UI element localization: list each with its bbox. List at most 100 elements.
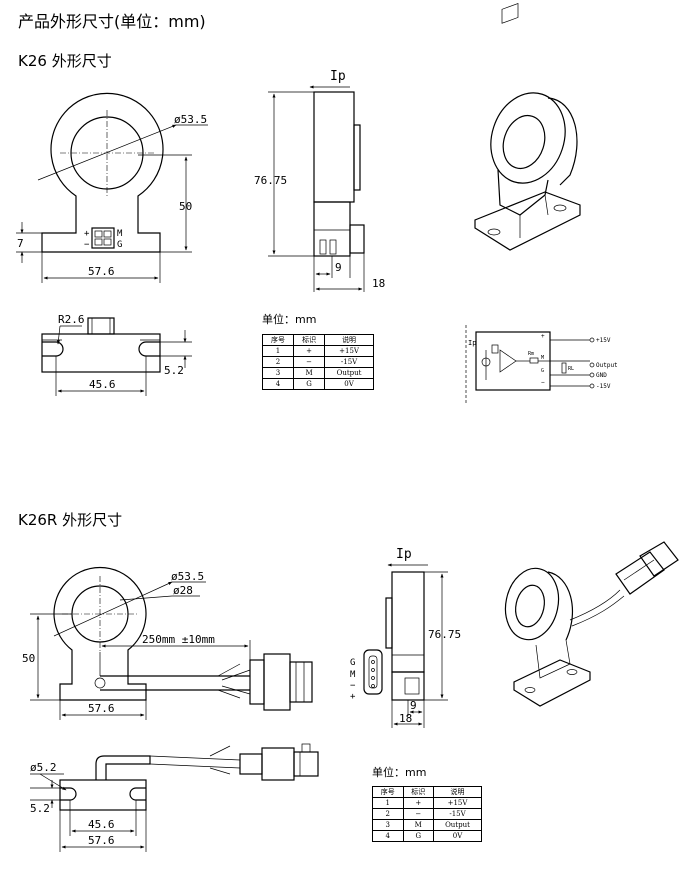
k26-conn-g: G bbox=[117, 240, 122, 250]
k26-circuit-rm: Rm bbox=[528, 351, 534, 357]
k26r-pin-table: 序号 标识 说明 1 + +15V 2 − -15V 3 M Output 4 … bbox=[372, 786, 482, 842]
k26r-dim-57-6: 57.6 bbox=[88, 702, 115, 715]
cell: 3 bbox=[261, 367, 295, 379]
cell: 2 bbox=[261, 356, 295, 368]
cell: Output bbox=[433, 819, 482, 831]
cell: + bbox=[293, 345, 326, 357]
cell: + bbox=[402, 797, 434, 809]
k26r-section-title: K26R 外形尺寸 bbox=[18, 511, 123, 529]
table-row: 2 − -15V bbox=[372, 808, 482, 820]
k26-dim-57-6: 57.6 bbox=[88, 265, 115, 278]
k26-unit-label: 单位：mm bbox=[262, 313, 317, 326]
k26-dim-diameter: ø53.5 bbox=[174, 113, 207, 126]
k26r-dim-inner-diameter: ø28 bbox=[173, 584, 193, 597]
table-row: 1 + +15V bbox=[372, 797, 482, 809]
k26-circuit-m: M bbox=[541, 355, 544, 361]
cell: -15V bbox=[433, 808, 482, 820]
k26-dim-50: 50 bbox=[179, 200, 192, 213]
k26-front-view: + − M G ø53.5 50 7 57.6 bbox=[16, 92, 208, 283]
k26r-bottom-view: ø5.2 5.2 45.6 57.6 bbox=[30, 743, 319, 852]
k26-circuit-out-gnd: GND bbox=[596, 372, 607, 379]
k26-side-view: Ip 76.75 9 18 bbox=[254, 69, 385, 292]
header-mark: 标识 bbox=[293, 334, 326, 346]
cell: M bbox=[402, 819, 434, 831]
k26-conn-minus: − bbox=[84, 240, 90, 250]
k26-circuit-diagram: Ip Rm + M G − RL +15V Output GND -15V bbox=[465, 325, 618, 404]
k26-circuit-minus: − bbox=[541, 379, 545, 386]
table-header-row: 序号 标识 说明 bbox=[261, 334, 374, 346]
k26r-dim-45-6: 45.6 bbox=[88, 818, 115, 831]
cell: 0V bbox=[433, 830, 482, 842]
k26-iso-view bbox=[474, 2, 581, 251]
page-title: 产品外形尺寸(单位：mm) bbox=[18, 12, 206, 31]
cell: − bbox=[402, 808, 434, 820]
k26r-dim-50: 50 bbox=[22, 652, 35, 665]
k26r-front-view: 250mm ±10mm ø53.5 ø28 50 57.6 bbox=[22, 566, 313, 720]
cell: G bbox=[402, 830, 434, 842]
cell: − bbox=[293, 356, 326, 368]
k26r-side-view: Ip G M − + 76.75 9 18 bbox=[350, 547, 461, 728]
k26-circuit-out-output: Output bbox=[596, 362, 618, 369]
cell: +15V bbox=[433, 797, 482, 809]
cell: 1 bbox=[261, 345, 295, 357]
k26r-dim-5-2: 5.2 bbox=[30, 802, 50, 815]
header-desc: 说明 bbox=[433, 786, 482, 798]
k26-circuit-out-minus: -15V bbox=[596, 383, 611, 390]
cell: -15V bbox=[324, 356, 374, 368]
k26r-unit-label: 单位：mm bbox=[372, 766, 427, 779]
cell: G bbox=[293, 378, 326, 390]
k26r-dim-diameter: ø53.5 bbox=[171, 570, 204, 583]
k26-dim-5-2: 5.2 bbox=[164, 364, 184, 377]
k26r-conn-g: G bbox=[350, 658, 355, 668]
k26-bottom-view: R2.6 45.6 5.2 bbox=[41, 313, 192, 396]
cell: M bbox=[293, 367, 326, 379]
k26-dim-76-75: 76.75 bbox=[254, 174, 287, 187]
k26-section-title: K26 外形尺寸 bbox=[18, 52, 112, 70]
k26r-dim-18: 18 bbox=[399, 712, 412, 725]
cell: 2 bbox=[372, 808, 404, 820]
header-desc: 说明 bbox=[324, 334, 374, 346]
table-row: 4 G 0V bbox=[372, 830, 482, 842]
k26-pin-table: 序号 标识 说明 1 + +15V 2 − -15V 3 M Output 4 … bbox=[261, 334, 374, 390]
k26-circuit-plus: + bbox=[541, 333, 545, 340]
header-index: 序号 bbox=[372, 786, 404, 798]
k26r-dim-9: 9 bbox=[410, 699, 417, 712]
k26r-conn-m: M bbox=[350, 670, 356, 680]
cell: 1 bbox=[372, 797, 404, 809]
k26r-iso-view bbox=[504, 541, 679, 707]
cell: +15V bbox=[324, 345, 374, 357]
table-row: 2 − -15V bbox=[261, 356, 374, 368]
cell: 4 bbox=[372, 830, 404, 842]
k26-dim-45-6: 45.6 bbox=[89, 378, 116, 391]
k26-ip-label: Ip bbox=[330, 69, 346, 84]
k26-conn-plus: + bbox=[84, 229, 90, 239]
header-mark: 标识 bbox=[402, 786, 434, 798]
k26-dim-9: 9 bbox=[335, 261, 342, 274]
header-index: 序号 bbox=[261, 334, 295, 346]
k26-dim-7: 7 bbox=[17, 237, 24, 250]
k26-dim-18: 18 bbox=[372, 277, 385, 290]
k26-circuit-rl: RL bbox=[568, 366, 574, 372]
k26r-dim-76-75: 76.75 bbox=[428, 628, 461, 641]
cell: Output bbox=[324, 367, 374, 379]
cell: 3 bbox=[372, 819, 404, 831]
k26-circuit-out-plus: +15V bbox=[596, 337, 611, 344]
table-row: 3 M Output bbox=[372, 819, 482, 831]
k26r-dim-cable: 250mm ±10mm bbox=[142, 633, 215, 646]
cell: 0V bbox=[324, 378, 374, 390]
k26-dim-radius: R2.6 bbox=[58, 313, 85, 326]
table-header-row: 序号 标识 说明 bbox=[372, 786, 482, 798]
k26r-dim-hole: ø5.2 bbox=[30, 761, 57, 774]
k26r-conn-minus: − bbox=[350, 681, 356, 691]
k26-circuit-g: G bbox=[541, 368, 544, 374]
cell: 4 bbox=[261, 378, 295, 390]
k26r-conn-plus: + bbox=[350, 692, 356, 702]
table-row: 4 G 0V bbox=[261, 378, 374, 390]
table-row: 3 M Output bbox=[261, 367, 374, 379]
k26r-dim-57-6-b: 57.6 bbox=[88, 834, 115, 847]
table-row: 1 + +15V bbox=[261, 345, 374, 357]
k26-conn-m: M bbox=[117, 229, 123, 239]
k26r-ip-label: Ip bbox=[396, 547, 412, 562]
k26-circuit-ip: Ip bbox=[468, 339, 476, 347]
